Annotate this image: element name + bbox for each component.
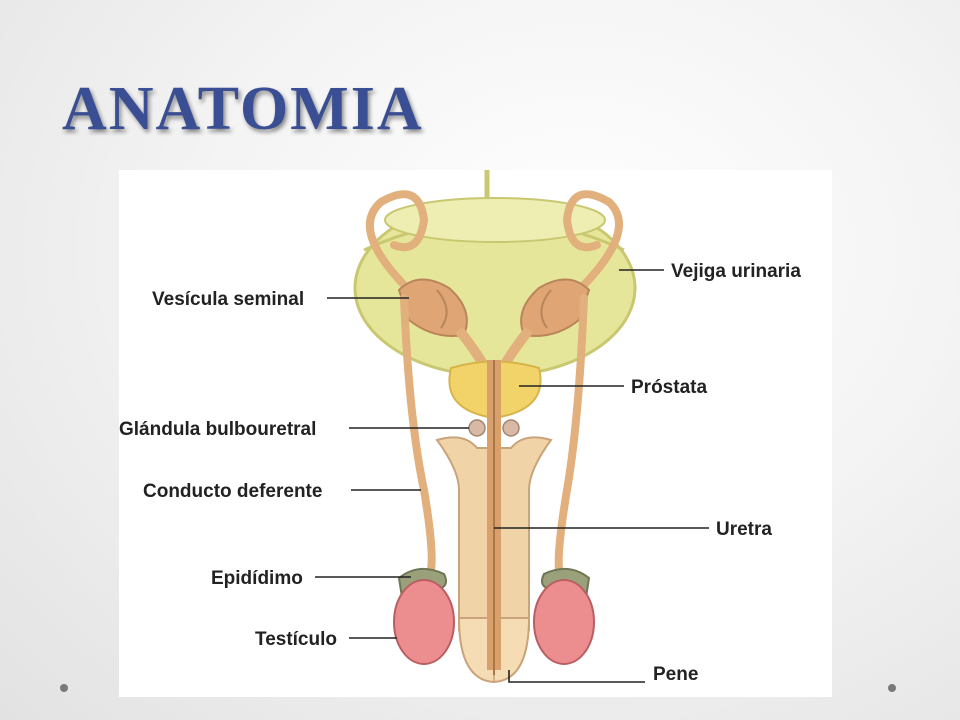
seminal-vesicle-coil-right <box>540 289 552 329</box>
bladder-top <box>384 197 606 243</box>
label-pene: Pene <box>653 664 698 685</box>
label-vejiga-urinaria: Vejiga urinaria <box>671 261 801 282</box>
vas-deferens-left <box>400 294 436 574</box>
slide-nav-dot-right <box>888 684 896 692</box>
slide-title: ANATOMIA <box>62 75 424 143</box>
slide-nav-dot-left <box>60 684 68 692</box>
label-conducto-deferente: Conducto deferente <box>143 481 322 502</box>
seminal-vesicle-left <box>397 278 468 337</box>
label-testiculo: Testículo <box>255 629 337 650</box>
seminal-vesicle-right <box>520 278 591 337</box>
label-prostata: Próstata <box>631 377 707 398</box>
leader-pene <box>508 670 645 683</box>
testis-right <box>533 579 595 665</box>
label-uretra: Uretra <box>716 519 772 540</box>
bulbourethral-gland-right <box>502 419 520 437</box>
vas-loop-left <box>365 190 429 294</box>
vas-loop-right <box>562 190 623 294</box>
anatomy-diagram: Vesícula seminal Vejiga urinaria Próstat… <box>119 170 832 697</box>
bulbourethral-gland-left <box>468 419 486 437</box>
label-epididimo: Epidídimo <box>211 568 303 589</box>
label-glandula-bulbouretral: Glándula bulbouretral <box>119 419 316 440</box>
seminal-vesicle-coil-left <box>436 289 448 329</box>
label-vesicula-seminal: Vesícula seminal <box>152 289 304 310</box>
vas-deferens-right <box>554 294 588 574</box>
testis-left <box>393 579 455 665</box>
